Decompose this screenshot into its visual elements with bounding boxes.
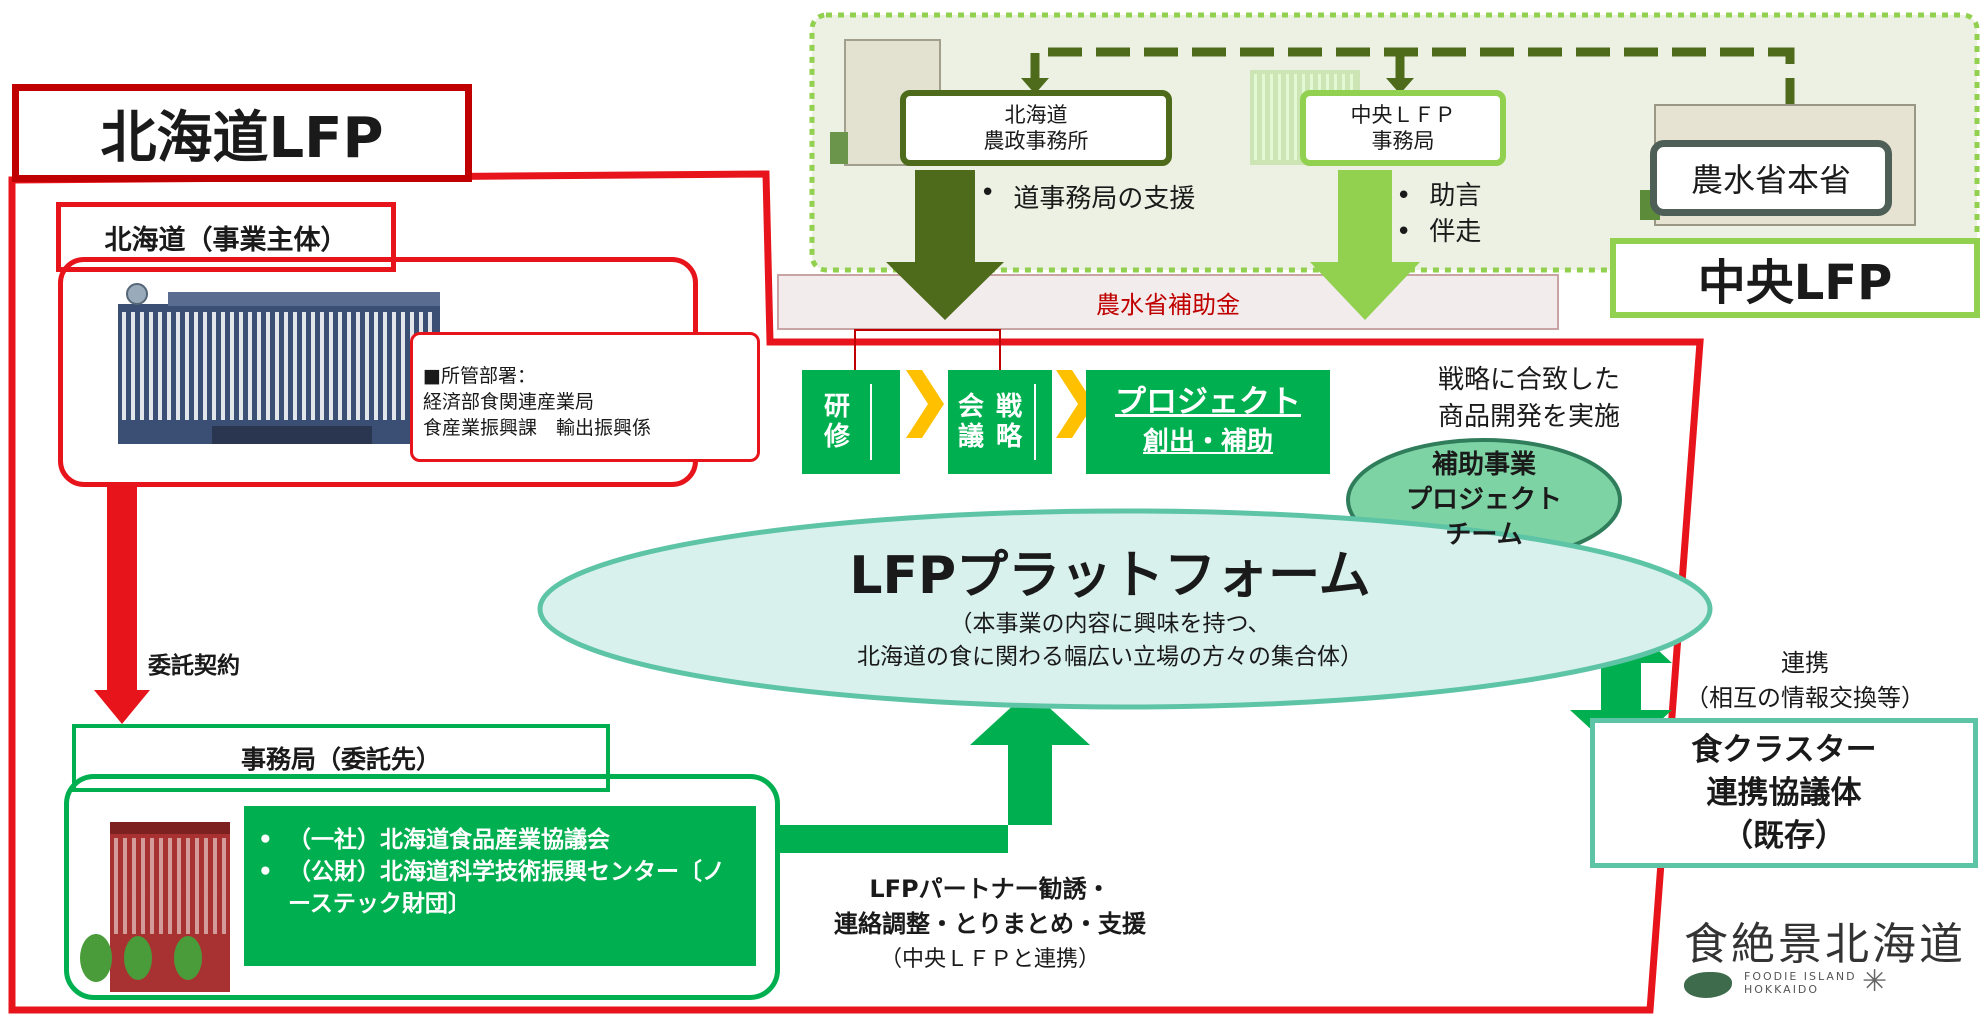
project-team-line3: チーム xyxy=(1445,519,1523,550)
central-lfp-title: 中央LFP xyxy=(1697,255,1893,311)
strategy-note-line2: 商品開発を実施 xyxy=(1437,402,1620,432)
partner-text: LFPパートナー勧誘・ 連絡調整・とりまとめ・支援 （中央ＬＦＰと連携） xyxy=(790,872,1190,977)
office-hokkaido-line1: 北海道 xyxy=(1004,103,1068,127)
support-central-2: 伴走 xyxy=(1429,217,1482,247)
food-cluster-line1: 食クラスター xyxy=(1691,731,1877,768)
divider xyxy=(1034,384,1036,460)
project-team-line1: 補助事業 xyxy=(1431,449,1536,480)
central-lfp-title-box: 中央LFP xyxy=(1610,238,1980,318)
bullet-icon: • xyxy=(1396,181,1412,211)
department-line2: 経済部食関連産業局 xyxy=(423,391,595,413)
food-cluster-line2: 連携協議体 xyxy=(1706,774,1862,811)
divider xyxy=(870,384,872,460)
project-team-label: 補助事業 プロジェクト チーム xyxy=(1350,440,1618,560)
logo-sub2: HOKKAIDO xyxy=(1744,983,1820,996)
food-cluster-box: 食クラスター 連携協議体 （既存） xyxy=(1590,718,1978,868)
cooperation-text: 連携 （相互の情報交換等） xyxy=(1660,646,1950,716)
department-line1: ■所管部署： xyxy=(423,365,536,387)
snowflake-icon: ✳ xyxy=(1862,964,1888,999)
arrow-hokkaido-office xyxy=(886,170,1004,320)
secretariat-label-box: 事務局（委託先） xyxy=(72,724,610,792)
process-meeting: 会議 xyxy=(958,392,985,452)
process-training: 研修 xyxy=(824,392,851,452)
subsidy-bar-bg xyxy=(777,274,1559,330)
logo-sub1: FOODIE ISLAND xyxy=(1744,970,1857,983)
dashed-arrowhead-right xyxy=(1386,78,1414,94)
secretariat-box xyxy=(64,774,780,1000)
hokkaido-lfp-outline xyxy=(8,170,1704,1014)
chevron-1 xyxy=(906,370,944,438)
partner-line2: 連絡調整・とりまとめ・支援 xyxy=(834,910,1146,938)
ministry-box: 農水省本省 xyxy=(1650,140,1892,216)
arrow-central-office xyxy=(1310,170,1420,320)
platform-ellipse xyxy=(537,508,1713,710)
strategy-note-line1: 戦略に合致した xyxy=(1437,365,1620,395)
support-hokkaido: • 道事務局の支援 xyxy=(980,178,1195,215)
department-line3: 食産業振興課 輸出振興係 xyxy=(423,417,652,439)
partner-line3: （中央ＬＦＰと連携） xyxy=(879,947,1100,972)
platform-title: LFPプラットフォーム xyxy=(849,546,1371,606)
subsidy-bracket xyxy=(854,329,1001,375)
office-hokkaido-line2: 農政事務所 xyxy=(983,129,1089,153)
bullet-icon: • xyxy=(258,859,273,885)
office-central-line1: 中央ＬＦＰ xyxy=(1350,103,1456,127)
process-project-line1: プロジェクト xyxy=(1115,384,1301,420)
dashed-arrowhead-left xyxy=(1021,78,1049,94)
prefecture-building-windows xyxy=(122,312,436,420)
member-item: • （公財）北海道科学技術振興センター〔ノーステック財団〕 xyxy=(258,856,742,920)
process-project-box: プロジェクト 創出・補助 xyxy=(1086,370,1330,474)
support-hokkaido-text: 道事務局の支援 xyxy=(1013,184,1196,214)
process-training-box: 研修 xyxy=(802,370,900,474)
contract-label: 委託契約 xyxy=(148,653,240,679)
secretariat-label: 事務局（委託先） xyxy=(240,745,441,774)
contract-arrow xyxy=(94,482,150,724)
member-name-1: （一社）北海道食品産業協議会 xyxy=(288,827,610,853)
office-central-line2: 事務局 xyxy=(1371,129,1435,153)
process-strategy: 戦略 xyxy=(996,392,1023,452)
foodie-island-logo: 食絶景北海道 FOODIE ISLAND HOKKAIDO ✳ xyxy=(1684,908,1981,1016)
hokkaido-lfp-title: 北海道LFP xyxy=(100,105,384,171)
member-name-2: （公財）北海道科学技術振興センター〔ノーステック財団〕 xyxy=(288,859,725,917)
support-central: • 助言 • 伴走 xyxy=(1396,178,1481,250)
support-item: • 助言 xyxy=(1396,178,1481,214)
strategy-note: 戦略に合致した 商品開発を実施 xyxy=(1404,362,1654,436)
secretariat-building-windows xyxy=(114,838,226,934)
bullet-icon: • xyxy=(258,827,273,853)
partner-line1: LFPパートナー勧誘・ xyxy=(869,875,1111,903)
office-hokkaido-box: 北海道 農政事務所 xyxy=(900,90,1172,166)
platform-sub1: （本事業の内容に興味を持つ、 xyxy=(949,611,1271,637)
entity-label: 北海道（事業主体） xyxy=(104,224,348,256)
bullet-icon: • xyxy=(980,178,996,208)
project-team-line2: プロジェクト xyxy=(1405,484,1562,515)
ministry-label: 農水省本省 xyxy=(1690,161,1851,199)
partner-arrow xyxy=(778,690,1090,853)
platform-sub2: 北海道の食に関わる幅広い立場の方々の集合体） xyxy=(857,644,1363,670)
member-item: • （一社）北海道食品産業協議会 xyxy=(258,824,742,856)
office-central-box: 中央ＬＦＰ 事務局 xyxy=(1300,90,1506,166)
process-meeting-box: 会議 戦略 xyxy=(948,370,1052,474)
subsidy-label: 農水省補助金 xyxy=(778,275,1558,329)
cooperation-line1: 連携 xyxy=(1781,649,1829,677)
hokkaido-lfp-title-box: 北海道LFP xyxy=(12,84,472,182)
support-central-1: 助言 xyxy=(1429,181,1482,211)
cooperation-line2: （相互の情報交換等） xyxy=(1685,684,1925,712)
subsidy-text: 農水省補助金 xyxy=(1096,290,1240,319)
department-box: ■所管部署： 経済部食関連産業局 食産業振興課 輸出振興係 xyxy=(410,332,760,462)
leaf-icon xyxy=(1684,972,1732,998)
platform-text: LFPプラットフォーム （本事業の内容に興味を持つ、 北海道の食に関わる幅広い立… xyxy=(620,544,1600,674)
secretariat-members-box: • （一社）北海道食品産業協議会 • （公財）北海道科学技術振興センター〔ノース… xyxy=(244,806,756,966)
support-item: • 伴走 xyxy=(1396,214,1481,250)
bullet-icon: • xyxy=(1396,217,1412,247)
food-cluster-line3: （既存） xyxy=(1722,817,1846,854)
process-project-line2: 創出・補助 xyxy=(1142,427,1273,457)
logo-sub: FOODIE ISLAND HOKKAIDO xyxy=(1744,970,1857,996)
logo-main: 食絶景北海道 xyxy=(1684,919,1966,970)
